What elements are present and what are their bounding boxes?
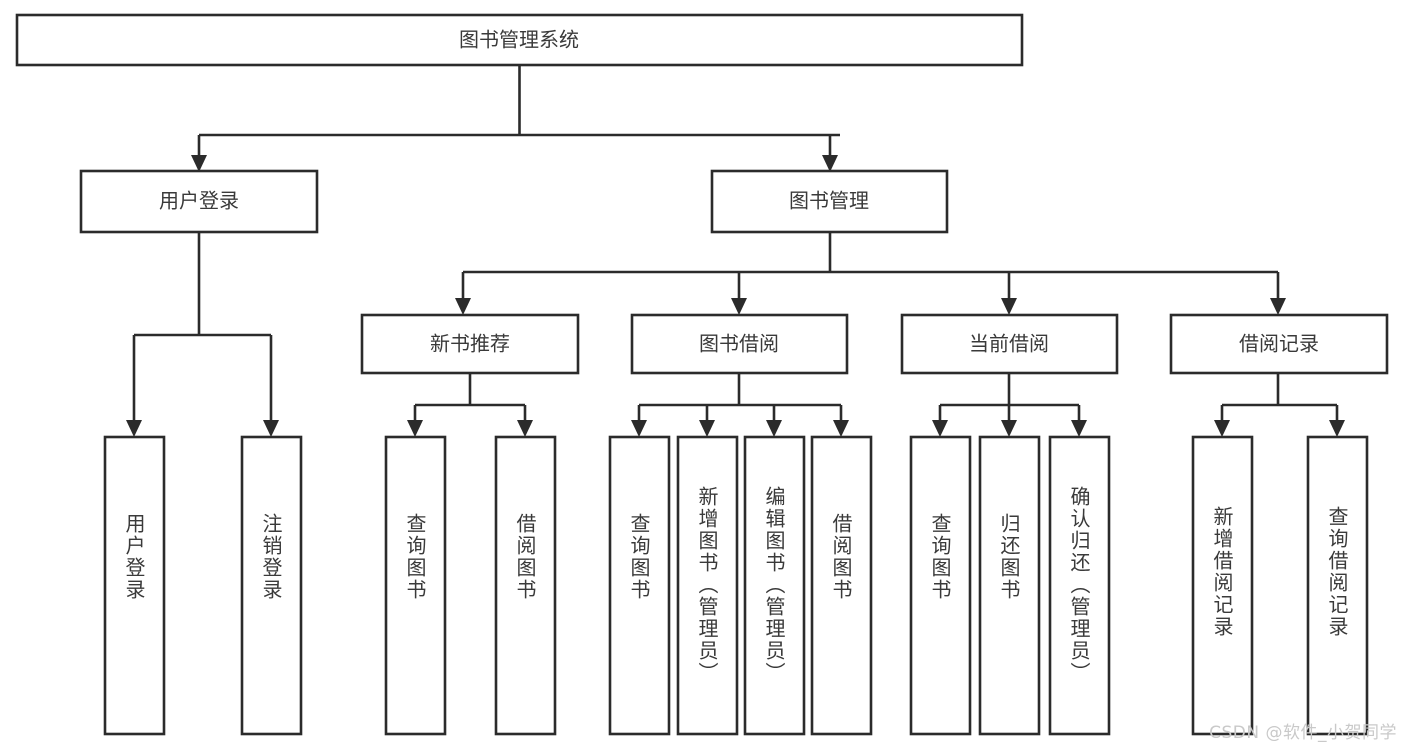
node-book-borrow-box[interactable] xyxy=(630,313,849,375)
leaf-book-borrow-2[interactable]: 新增图书（管理员） xyxy=(676,435,739,736)
leaf-new-book-1-box[interactable] xyxy=(384,435,447,736)
node-new-book-recommend[interactable]: 新书推荐 xyxy=(360,313,580,375)
node-new-book-recommend-box[interactable] xyxy=(360,313,580,375)
leaf-new-book-1-label: 查询图书 xyxy=(403,513,427,601)
leaf-new-book-2-box[interactable] xyxy=(494,435,557,736)
node-root-label: 图书管理系统 xyxy=(459,28,579,52)
node-new-book-recommend-label: 新书推荐 xyxy=(430,332,510,356)
leaf-current-borrow-1-label: 查询图书 xyxy=(928,513,952,601)
arrow-to-user-login xyxy=(191,155,207,172)
leaf-new-book-1[interactable]: 查询图书 xyxy=(384,435,447,736)
leaf-borrow-record-2-label: 查询借阅记录 xyxy=(1325,506,1349,638)
node-book-borrow[interactable]: 图书借阅 xyxy=(630,313,849,375)
node-root[interactable]: 图书管理系统 xyxy=(15,13,1024,67)
leaf-current-borrow-1-box[interactable] xyxy=(909,435,972,736)
leaf-new-book-2-label: 借阅图书 xyxy=(513,513,537,601)
leaf-current-borrow-2[interactable]: 归还图书 xyxy=(978,435,1041,736)
arrow-current-borrow-child-1 xyxy=(932,420,948,437)
leaf-book-borrow-2-label: 新增图书（管理员） xyxy=(695,486,719,684)
leaf-current-borrow-2-label: 归还图书 xyxy=(997,513,1021,601)
leaf-current-borrow-3-box[interactable] xyxy=(1048,435,1111,736)
arrow-to-book-manage xyxy=(822,155,838,172)
arrow-book-borrow-child-1 xyxy=(631,420,647,437)
leaf-book-borrow-3-box[interactable] xyxy=(743,435,806,736)
leaf-book-borrow-4-box[interactable] xyxy=(810,435,873,736)
leaf-user-login-2[interactable]: 注销登录 xyxy=(240,435,303,736)
node-user-login-box[interactable] xyxy=(79,169,319,234)
node-borrow-record-label: 借阅记录 xyxy=(1239,332,1319,356)
arrow-current-borrow-child-3 xyxy=(1071,420,1087,437)
arrow-borrow-record-child-1 xyxy=(1214,420,1230,437)
arrow-to-book-borrow xyxy=(731,298,747,315)
leaf-book-borrow-1[interactable]: 查询图书 xyxy=(608,435,671,736)
node-borrow-record[interactable]: 借阅记录 xyxy=(1169,313,1389,375)
leaf-book-borrow-1-label: 查询图书 xyxy=(627,513,651,601)
node-borrow-record-box[interactable] xyxy=(1169,313,1389,375)
csdn-watermark: CSDN @软件_小贺同学 xyxy=(1209,723,1397,743)
arrow-to-current-borrow xyxy=(1001,298,1017,315)
leaf-user-login-1-label: 用户登录 xyxy=(122,513,146,601)
leaf-user-login-1-box[interactable] xyxy=(103,435,166,736)
leaf-book-borrow-4[interactable]: 借阅图书 xyxy=(810,435,873,736)
arrow-new-book-child-1 xyxy=(407,420,423,437)
arrow-to-new-book xyxy=(455,298,471,315)
node-user-login-label: 用户登录 xyxy=(159,189,239,213)
node-book-manage-box[interactable] xyxy=(710,169,949,234)
leaf-book-borrow-3-label: 编辑图书（管理员） xyxy=(762,486,786,684)
node-book-manage-label: 图书管理 xyxy=(789,189,869,213)
node-user-login[interactable]: 用户登录 xyxy=(79,169,319,234)
leaf-borrow-record-1[interactable]: 新增借阅记录 xyxy=(1191,435,1254,736)
leaf-borrow-record-2-box[interactable] xyxy=(1306,435,1369,736)
leaf-user-login-2-label: 注销登录 xyxy=(259,513,283,601)
arrow-book-borrow-child-2 xyxy=(699,420,715,437)
arrow-to-borrow-record xyxy=(1270,298,1286,315)
leaf-current-borrow-2-box[interactable] xyxy=(978,435,1041,736)
connector-layer xyxy=(126,65,1345,437)
arrow-borrow-record-child-2 xyxy=(1329,420,1345,437)
leaf-user-login-2-box[interactable] xyxy=(240,435,303,736)
leaf-borrow-record-1-label: 新增借阅记录 xyxy=(1210,506,1234,638)
node-book-borrow-label: 图书借阅 xyxy=(699,332,779,356)
leaf-book-borrow-2-box[interactable] xyxy=(676,435,739,736)
arrow-book-borrow-child-3 xyxy=(766,420,782,437)
leaf-new-book-2[interactable]: 借阅图书 xyxy=(494,435,557,736)
leaf-borrow-record-1-box[interactable] xyxy=(1191,435,1254,736)
node-current-borrow[interactable]: 当前借阅 xyxy=(900,313,1119,375)
node-book-manage[interactable]: 图书管理 xyxy=(710,169,949,234)
arrow-user-login-child-1 xyxy=(126,420,142,437)
leaf-book-borrow-3[interactable]: 编辑图书（管理员） xyxy=(743,435,806,736)
leaf-current-borrow-3-label: 确认归还（管理员） xyxy=(1067,486,1091,684)
arrow-book-borrow-child-4 xyxy=(833,420,849,437)
node-root-box[interactable] xyxy=(15,13,1024,67)
leaf-borrow-record-2[interactable]: 查询借阅记录 xyxy=(1306,435,1369,736)
leaf-current-borrow-1[interactable]: 查询图书 xyxy=(909,435,972,736)
arrow-new-book-child-2 xyxy=(517,420,533,437)
arrow-user-login-child-2 xyxy=(263,420,279,437)
arrow-current-borrow-child-2 xyxy=(1001,420,1017,437)
node-current-borrow-box[interactable] xyxy=(900,313,1119,375)
leaf-user-login-1[interactable]: 用户登录 xyxy=(103,435,166,736)
leaf-book-borrow-1-box[interactable] xyxy=(608,435,671,736)
leaf-current-borrow-3[interactable]: 确认归还（管理员） xyxy=(1048,435,1111,736)
leaf-book-borrow-4-label: 借阅图书 xyxy=(829,513,853,601)
node-current-borrow-label: 当前借阅 xyxy=(969,332,1049,356)
